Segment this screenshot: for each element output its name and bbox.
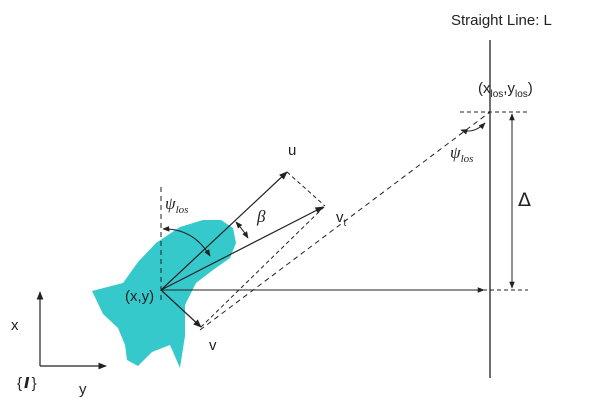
vt-vector xyxy=(160,206,324,291)
los-point-label: (xlos,ylos) xyxy=(478,80,533,100)
position-label: (x,y) xyxy=(125,288,154,305)
los-dashed-line xyxy=(199,111,491,331)
delta-label: Δ xyxy=(518,189,531,211)
vt-label: vt xyxy=(336,209,347,229)
psi-los-arc-top xyxy=(460,122,486,135)
v-label: v xyxy=(209,337,217,354)
frame-x-label: x xyxy=(11,317,19,334)
vessel-shape xyxy=(92,220,236,368)
beta-arc xyxy=(235,221,249,239)
psi-los-label-vessel: ψlos xyxy=(165,194,188,216)
v-vector xyxy=(160,289,202,328)
psi-los-label-top: ψlos xyxy=(450,143,473,165)
u-vector xyxy=(160,171,288,291)
beta-label: β xyxy=(256,207,266,226)
v-to-vt-dashed xyxy=(200,205,326,328)
u-to-vt-dashed xyxy=(286,171,326,207)
frame-y-label: y xyxy=(79,381,87,398)
u-label: u xyxy=(288,142,296,159)
frame-label: {I} xyxy=(17,374,37,392)
straight-line-label: Straight Line: L xyxy=(451,12,552,29)
psi-los-arc-vessel xyxy=(162,225,211,257)
